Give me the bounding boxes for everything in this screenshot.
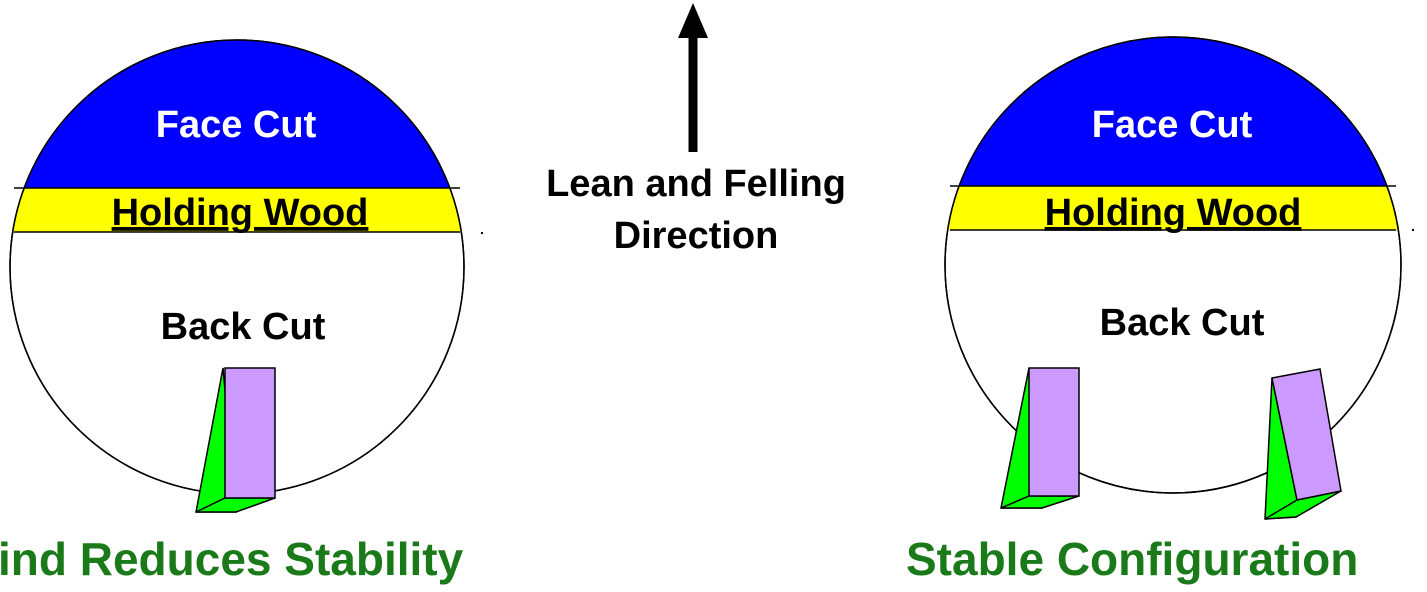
right-holding-wood-region (945, 186, 1401, 230)
left-tick-mark (481, 232, 483, 234)
left-wedge (195, 367, 276, 513)
right-holding-wood-label: Holding Wood (1045, 192, 1302, 234)
right-caption: Stable Configuration (906, 533, 1358, 585)
left-face-cut-label: Face Cut (156, 104, 317, 146)
right-wedge-left-face (1028, 367, 1080, 497)
left-back-cut-label: Back Cut (161, 306, 326, 348)
right-wedge-right-face (1271, 368, 1342, 501)
right-back-cut-label: Back Cut (1100, 302, 1265, 344)
right-wedge-left (1000, 367, 1080, 509)
arrow-label-line1: Lean and Felling (546, 163, 846, 205)
right-stump-border (944, 36, 1402, 494)
left-holding-wood-label: Holding Wood (112, 192, 369, 234)
arrow-label-line2: Direction (614, 215, 779, 257)
arrow-head-icon (678, 3, 708, 38)
left-stump: Face Cut Holding Wood Back Cut (9, 39, 465, 513)
right-stump: Face Cut Holding Wood Back Cut (944, 36, 1402, 520)
left-caption: ind Reduces Stability (0, 533, 464, 585)
left-holding-wood-region (10, 188, 464, 232)
left-wedge-face (224, 367, 276, 499)
lean-direction-arrow: Lean and Felling Direction (546, 3, 846, 257)
right-face-cut-label: Face Cut (1092, 104, 1253, 146)
right-tick-mark (1412, 229, 1414, 231)
right-wedge-right (1264, 368, 1342, 520)
